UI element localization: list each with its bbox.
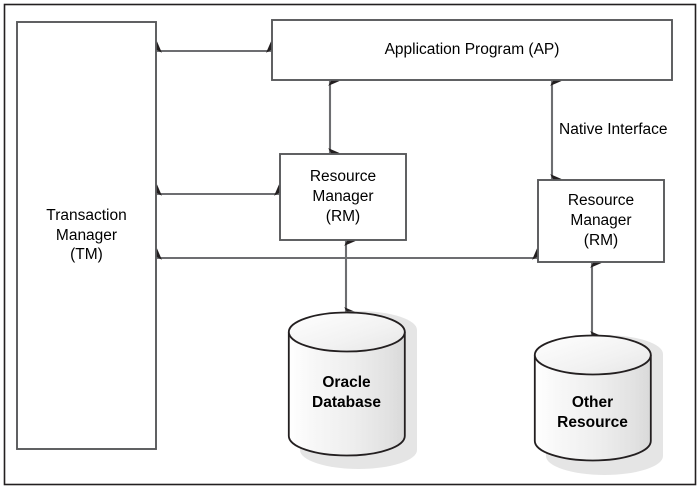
transaction-manager-box[interactable] xyxy=(16,21,157,450)
resource-manager-left-box[interactable] xyxy=(279,153,407,241)
application-program-box[interactable] xyxy=(271,19,673,81)
native-interface-edge-label: Native Interface xyxy=(559,121,668,138)
resource-manager-right-box[interactable] xyxy=(537,179,665,263)
edges-layer xyxy=(152,41,602,341)
oracle-database-cylinder xyxy=(287,311,417,469)
other-resource-cylinder xyxy=(533,334,663,475)
